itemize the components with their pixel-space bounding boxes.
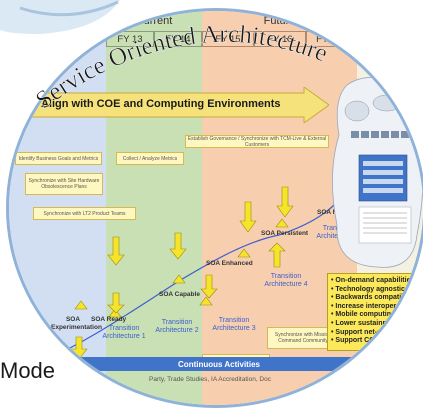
bottom-note: Party, Trade Studies, IA Accreditation, … xyxy=(149,376,271,383)
capability-item: • Lower sustainment xyxy=(331,319,400,327)
transition-architecture-4: Transition Architecture 4 xyxy=(264,273,308,288)
box-mission: Synchronize with Mission Command Communi… xyxy=(267,327,339,349)
box-collect: Collect / Analyze Metrics xyxy=(116,152,184,165)
box-lt2: Synchronize with LT2 Product Teams xyxy=(33,207,136,220)
continuous-activities-bar: Continuous Activities xyxy=(9,357,423,371)
fy-14: FY 14 xyxy=(154,31,202,47)
capability-item: • Backwards compatibility xyxy=(331,294,418,302)
title-arc: Service Oriented Architecture xyxy=(31,21,332,115)
capability-item: • Increase interoperability xyxy=(331,302,417,310)
capability-item: • On-demand capabilities xyxy=(331,277,415,284)
milestone-capable: SOA Capable xyxy=(159,291,200,298)
caption-fragment: Mode xyxy=(0,358,56,383)
fy-17: FY 17+ xyxy=(306,31,357,47)
milestone-ready: SOA Ready xyxy=(91,316,127,323)
transition-architecture-3: Transition Architecture 3 xyxy=(212,317,256,332)
capability-item: • Mobile computing devices xyxy=(331,311,423,319)
network-cloud xyxy=(327,75,423,275)
transition-architecture-2: Transition Architecture 2 xyxy=(155,319,199,334)
capabilities-box: • On-demand capabilities • Technology ag… xyxy=(327,273,423,351)
banner-text: Align with COE and Computing Environment… xyxy=(41,98,281,110)
page-title: Service Oriented Architecture xyxy=(31,21,332,115)
diagram-circle: Current Future FY 13 FY 14 FY 15 FY 16 F… xyxy=(6,8,423,408)
capability-item: • Support COE xyxy=(331,337,380,345)
milestone-experimentation: SOA Experimentation xyxy=(51,316,102,331)
milestone-enhanced: SOA Enhanced xyxy=(206,260,253,267)
phase-current: Current xyxy=(135,15,173,27)
milestone-persistent: SOA Persistent xyxy=(261,230,309,237)
fy-15: FY 15 xyxy=(202,31,254,47)
capability-item: • Support net-cen xyxy=(331,328,390,336)
svg-text:Service Oriented Architecture: Service Oriented Architecture xyxy=(31,21,331,114)
box-hardware: Synchronize with Site Hardware Obsolesce… xyxy=(25,173,103,195)
fy-13: FY 13 xyxy=(106,31,154,47)
transition-architecture-1: Transition Architecture 1 xyxy=(102,325,146,340)
banner-arrow xyxy=(19,87,329,123)
phase-future: Future xyxy=(263,15,296,27)
fy-16: FY 16 xyxy=(254,31,306,47)
box-goals: Identify Business Goals and Metrics xyxy=(15,152,102,165)
box-governance: Establish Governance / Synchronize with … xyxy=(185,135,329,148)
capability-item: • Technology agnostic xyxy=(331,285,405,293)
